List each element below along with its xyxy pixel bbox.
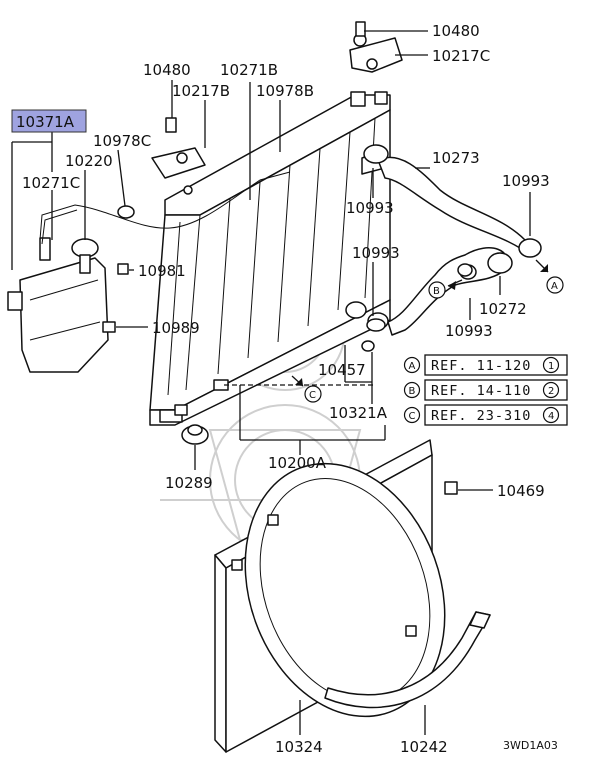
upper-hose xyxy=(363,144,542,258)
label-10271c: 10271C xyxy=(22,174,80,192)
reference-row-c: C REF. 23-310 4 xyxy=(403,404,568,426)
bracket-10217c xyxy=(349,21,403,73)
label-10200a: 10200A xyxy=(268,454,327,472)
label-10273: 10273 xyxy=(432,149,480,167)
label-10242: 10242 xyxy=(400,738,448,756)
diagram-code: 3WD1A03 xyxy=(503,739,558,752)
label-10993-b: 10993 xyxy=(346,199,394,217)
label-10981: 10981 xyxy=(138,262,186,280)
label-10480-top: 10480 xyxy=(432,22,480,40)
reference-a-num: 1 xyxy=(548,361,554,372)
reference-a-text: REF. 11-120 xyxy=(431,358,531,374)
label-10978b: 10978B xyxy=(256,82,314,100)
marker-a: A xyxy=(551,281,558,292)
arrow-markers: A B C xyxy=(304,276,564,403)
label-10220: 10220 xyxy=(65,152,113,170)
fan-shroud xyxy=(214,439,446,753)
reference-b-letter: B xyxy=(409,386,416,397)
lower-shroud xyxy=(324,611,491,709)
label-10993-d: 10993 xyxy=(445,322,493,340)
clamps xyxy=(102,205,473,495)
reference-row-b: B REF. 14-110 2 xyxy=(403,379,568,401)
label-10289: 10289 xyxy=(165,474,213,492)
leader-lines xyxy=(11,30,531,735)
bracket-10217b xyxy=(151,117,206,195)
label-10993-a: 10993 xyxy=(502,172,550,190)
rubber-mount xyxy=(181,424,209,445)
marker-b: B xyxy=(433,286,440,297)
label-10457: 10457 xyxy=(318,361,366,379)
reference-c-num: 4 xyxy=(548,411,554,422)
label-10271b: 10271B xyxy=(220,61,278,79)
label-10469: 10469 xyxy=(497,482,545,500)
label-10321a: 10321A xyxy=(329,404,388,422)
reserve-tank xyxy=(7,237,109,373)
label-10324: 10324 xyxy=(275,738,323,756)
reference-c-text: REF. 23-310 xyxy=(431,408,531,424)
label-10217c: 10217C xyxy=(432,47,490,65)
flow-arrows xyxy=(291,259,549,387)
reference-table: A REF. 11-120 1 B REF. 14-110 2 C REF. 2… xyxy=(403,354,568,426)
label-10371a: 10371A xyxy=(16,113,75,131)
reference-a-letter: A xyxy=(409,361,416,372)
label-10989: 10989 xyxy=(152,319,200,337)
marker-c: C xyxy=(309,390,316,401)
label-10217b: 10217B xyxy=(172,82,230,100)
label-10993-c: 10993 xyxy=(352,244,400,262)
reference-c-letter: C xyxy=(409,411,416,422)
label-10978c: 10978C xyxy=(93,132,151,150)
reference-b-text: REF. 14-110 xyxy=(431,383,531,399)
part-labels: 10480 10217C 10480 10271B 10217B 10978B … xyxy=(11,22,550,756)
label-10480-left: 10480 xyxy=(143,61,191,79)
reference-row-a: A REF. 11-120 1 xyxy=(403,354,568,376)
radiator xyxy=(149,91,391,426)
label-10272: 10272 xyxy=(479,300,527,318)
reference-b-num: 2 xyxy=(548,386,554,397)
highlight-10371a xyxy=(11,109,87,133)
